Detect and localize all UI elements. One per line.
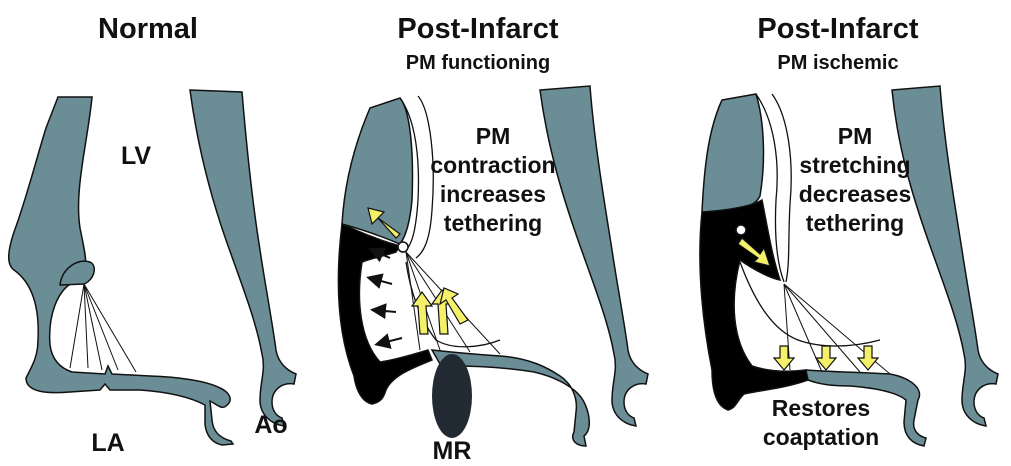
panel-2-subtitle: PM functioning <box>378 52 578 74</box>
label-ao: Ao <box>236 412 306 438</box>
mr-jet <box>432 354 472 438</box>
annotation-line: PM <box>780 122 930 151</box>
lv-wall-upper <box>342 98 413 244</box>
result-line: coaptation <box>746 423 896 452</box>
annotation-line: contraction <box>418 151 568 180</box>
annotation-line: stretching <box>780 151 930 180</box>
lv-wall-upper-3 <box>702 94 763 212</box>
panel-3-title: Post-Infarct <box>738 14 938 44</box>
annotation-line: decreases <box>780 180 930 209</box>
pm-outline-3 <box>740 262 880 346</box>
panel-3-result: Restores coaptation <box>746 394 896 452</box>
chordae <box>70 284 136 372</box>
annotation-line: PM <box>418 122 568 151</box>
annotation-line: tethering <box>418 209 568 238</box>
aortic-wall <box>190 90 296 426</box>
result-line: Restores <box>746 394 896 423</box>
panel-2-title: Post-Infarct <box>378 14 578 44</box>
annotation-line: tethering <box>780 209 930 238</box>
panel-3-subtitle: PM ischemic <box>738 52 938 74</box>
pm-tip-3 <box>736 225 746 235</box>
panel-2-annotation: PM contraction increases tethering <box>418 122 568 238</box>
wall-motion-arrows <box>370 250 402 344</box>
pm-tip <box>398 242 408 252</box>
label-mr: MR <box>422 438 482 464</box>
panel-1-title: Normal <box>78 14 218 44</box>
panel-3-annotation: PM stretching decreases tethering <box>780 122 930 238</box>
infarct-segment <box>338 224 432 404</box>
label-la: LA <box>78 430 138 456</box>
label-lv: LV <box>106 143 166 169</box>
annotation-line: increases <box>418 180 568 209</box>
